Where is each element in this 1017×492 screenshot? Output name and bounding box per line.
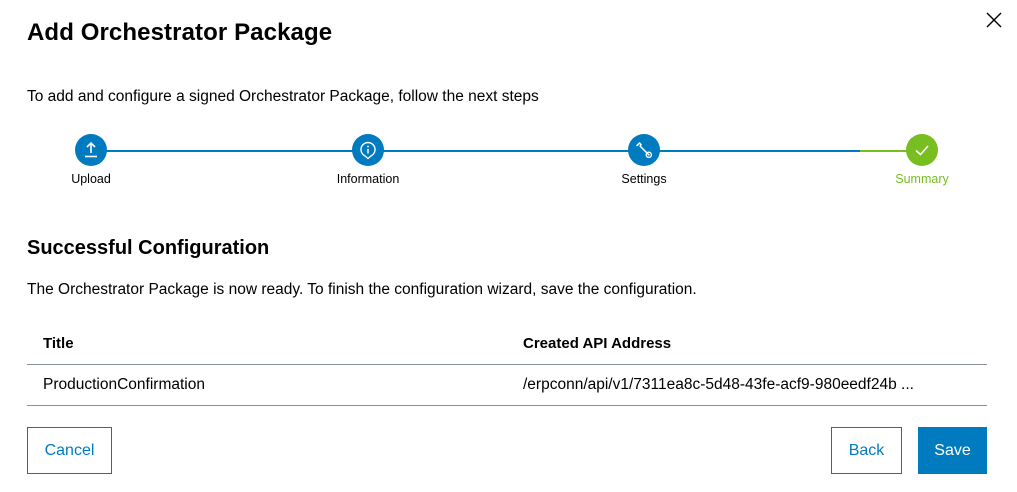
result-heading: Successful Configuration bbox=[27, 237, 270, 259]
cancel-button[interactable]: Cancel bbox=[27, 427, 112, 474]
intro-text: To add and configure a signed Orchestrat… bbox=[27, 88, 539, 105]
close-button[interactable] bbox=[984, 10, 1004, 30]
info-icon bbox=[360, 141, 376, 160]
save-button[interactable]: Save bbox=[918, 427, 987, 474]
wrench-icon bbox=[636, 141, 653, 159]
check-icon bbox=[915, 145, 929, 156]
step-label: Upload bbox=[71, 172, 111, 186]
back-button[interactable]: Back bbox=[831, 427, 902, 474]
step-information[interactable]: Information bbox=[298, 134, 438, 186]
step-label: Information bbox=[336, 172, 400, 186]
step-summary[interactable]: Summary bbox=[852, 134, 992, 186]
cell-api-address: /erpconn/api/v1/7311ea8c-5d48-43fe-acf9-… bbox=[507, 364, 987, 406]
cell-title: ProductionConfirmation bbox=[27, 364, 507, 406]
close-icon bbox=[986, 12, 1002, 28]
progress-line-blue bbox=[91, 150, 860, 152]
step-settings[interactable]: Settings bbox=[574, 134, 714, 186]
upload-icon bbox=[85, 141, 97, 158]
step-label: Settings bbox=[621, 172, 667, 186]
result-table: Title Created API Address ProductionConf… bbox=[27, 322, 987, 406]
table-row: ProductionConfirmation /erpconn/api/v1/7… bbox=[27, 364, 987, 406]
result-description: The Orchestrator Package is now ready. T… bbox=[27, 281, 697, 298]
step-label: Summary bbox=[895, 172, 949, 186]
column-header-api-address: Created API Address bbox=[507, 322, 987, 365]
dialog-title: Add Orchestrator Package bbox=[27, 19, 333, 46]
column-header-title: Title bbox=[27, 322, 507, 365]
step-upload[interactable]: Upload bbox=[21, 134, 161, 186]
table-header-row: Title Created API Address bbox=[27, 322, 987, 365]
